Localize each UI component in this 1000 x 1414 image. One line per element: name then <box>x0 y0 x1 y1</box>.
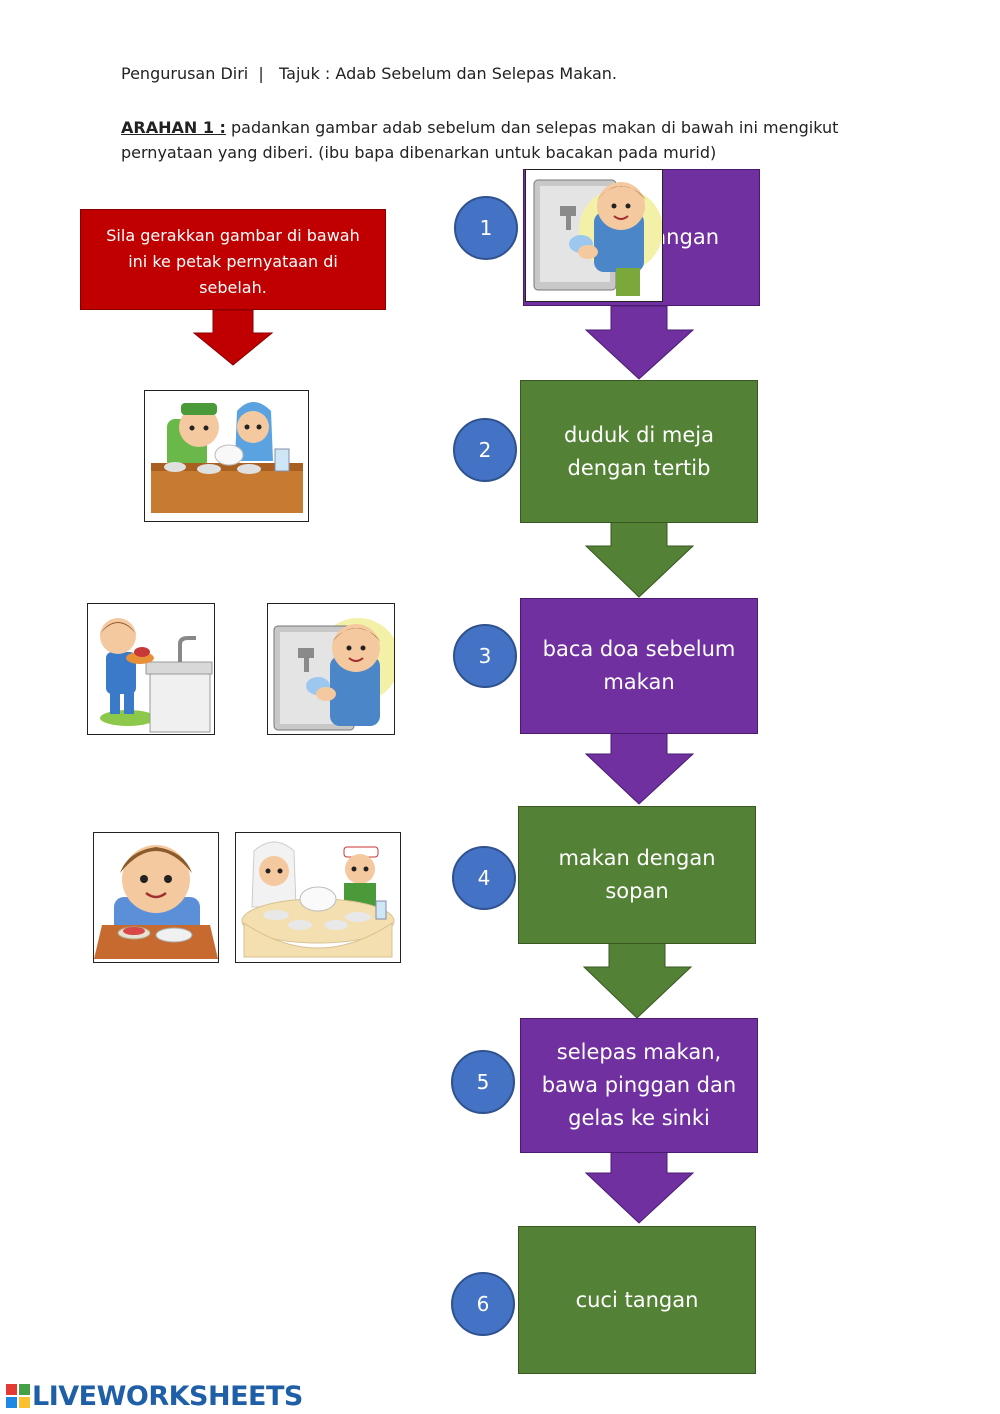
sitting-at-table-illustration <box>241 841 395 958</box>
liveworksheets-brand: LIVEWORKSHEETS <box>32 1381 303 1412</box>
dishes-to-sink-picture[interactable] <box>87 603 215 735</box>
hint-box: Sila gerakkan gambar di bawah ini ke pet… <box>80 209 386 310</box>
flow-arrow-3 <box>585 732 695 805</box>
praying-children-picture[interactable] <box>144 390 309 522</box>
wash-hands-illustration <box>533 179 662 296</box>
wash-hands-picture-placed[interactable] <box>525 169 663 302</box>
wash-hands-illustration-2 <box>273 618 394 731</box>
wash-hands-picture[interactable] <box>267 603 395 735</box>
sitting-at-table-picture[interactable] <box>235 832 401 963</box>
hint-arrow <box>192 309 274 366</box>
step-box-5[interactable]: selepas makan, bawa pinggan dan gelas ke… <box>520 1018 758 1153</box>
step-number-4: 4 <box>452 846 516 910</box>
step-box-6[interactable]: cuci tangan <box>518 1226 756 1374</box>
flow-arrow-1 <box>585 305 695 380</box>
worksheet-header: Pengurusan Diri | Tajuk : Adab Sebelum d… <box>121 64 618 83</box>
flow-arrow-2 <box>585 521 695 598</box>
step-box-4[interactable]: makan dengan sopan <box>518 806 756 944</box>
step-number-3: 3 <box>453 624 517 688</box>
liveworksheets-logo-icon <box>6 1384 30 1408</box>
step-number-2: 2 <box>453 418 517 482</box>
instruction-label: ARAHAN 1 : <box>121 118 226 137</box>
step-number-6: 6 <box>451 1272 515 1336</box>
step-number-1: 1 <box>454 196 518 260</box>
praying-children-illustration <box>151 402 303 513</box>
eating-boy-picture[interactable] <box>93 832 219 963</box>
dishes-to-sink-illustration <box>100 618 213 733</box>
flow-arrow-5 <box>585 1151 695 1224</box>
eating-boy-illustration <box>94 845 218 959</box>
flow-arrow-4 <box>583 942 693 1019</box>
step-box-3[interactable]: baca doa sebelum makan <box>520 598 758 734</box>
step-box-2[interactable]: duduk di meja dengan tertib <box>520 380 758 523</box>
instruction: ARAHAN 1 : padankan gambar adab sebelum … <box>121 115 861 165</box>
instruction-text: padankan gambar adab sebelum dan selepas… <box>121 118 839 162</box>
step-number-5: 5 <box>451 1050 515 1114</box>
